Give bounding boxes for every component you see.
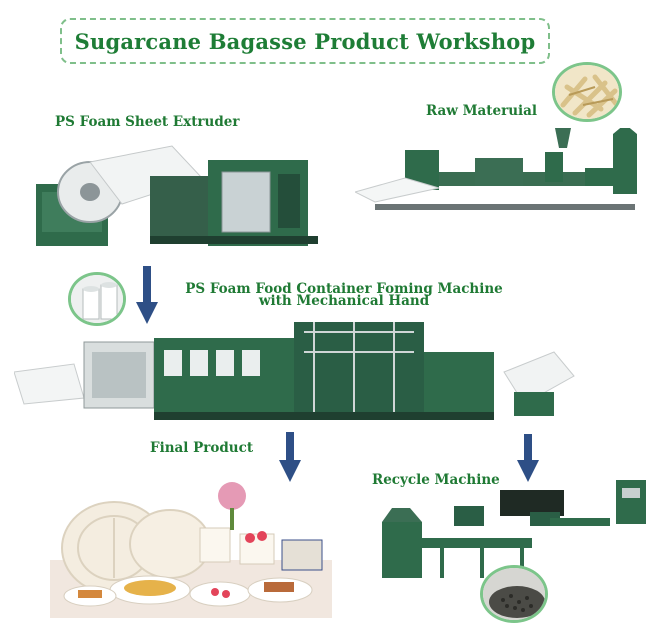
down-arrow-icon (517, 434, 539, 482)
final-product-label: Final Product (150, 440, 254, 456)
down-arrow-icon (279, 432, 301, 482)
raw-material-label: Raw Materuial (426, 103, 538, 119)
down-arrow-icon (136, 266, 158, 324)
final-product-image (50, 482, 332, 618)
foam-roll-image (68, 272, 126, 326)
raw-material-image (552, 62, 622, 122)
forming-label-line1: PS Foam Food Container Foming Machine (185, 281, 503, 297)
title-box: Sugarcane Bagasse Product Workshop (60, 18, 550, 64)
forming-machine (14, 322, 575, 420)
recycle-machine-label: Recycle Machine (372, 472, 500, 488)
page-title: Sugarcane Bagasse Product Workshop (74, 28, 536, 54)
raw-material-line (355, 128, 637, 210)
forming-machine-label: PS Foam Food Container Foming Machine wi… (164, 281, 524, 309)
recycle-machine-image (382, 480, 646, 578)
recycled-granules-image (480, 565, 548, 623)
forming-label-line2: with Mechanical Hand (258, 293, 430, 309)
extruder-label: PS Foam Sheet Extruder (55, 114, 240, 130)
extruder-machine (36, 145, 318, 246)
